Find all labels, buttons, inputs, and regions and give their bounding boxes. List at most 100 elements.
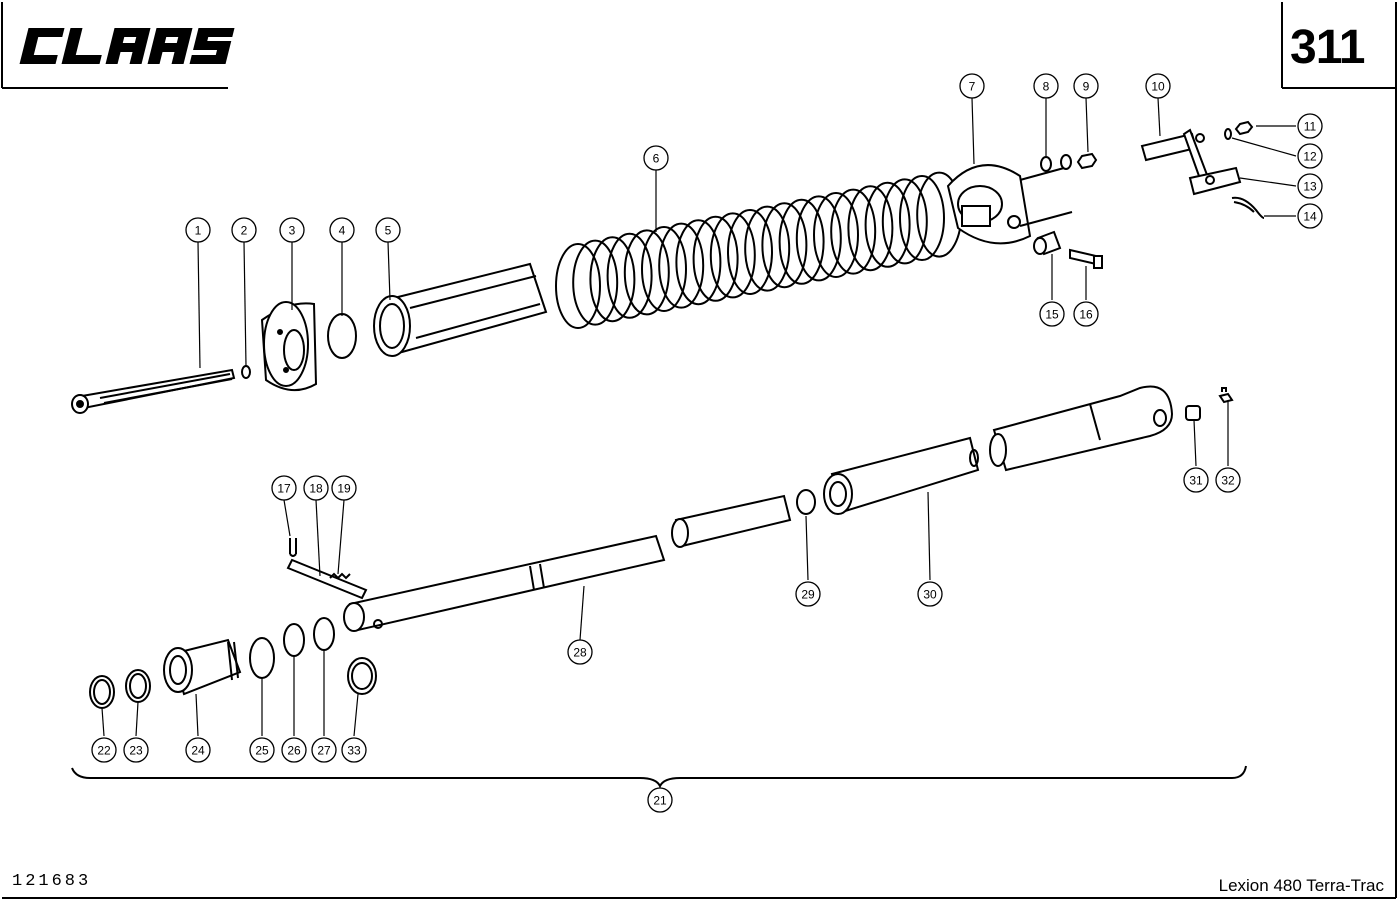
callout-25: 25 bbox=[249, 737, 275, 763]
callout-label: 25 bbox=[255, 744, 269, 758]
part-bolt-1 bbox=[71, 368, 236, 414]
callout-circle bbox=[1033, 73, 1059, 99]
callout-7: 7 bbox=[959, 73, 985, 99]
callout-circle bbox=[647, 787, 673, 813]
callout-label: 6 bbox=[653, 152, 660, 166]
callout-label: 21 bbox=[653, 794, 667, 808]
spring-coil bbox=[727, 209, 773, 295]
callout-label: 16 bbox=[1079, 308, 1093, 322]
callout-32: 32 bbox=[1215, 467, 1241, 493]
part-ring-26 bbox=[283, 623, 305, 657]
part-ring-29 bbox=[796, 489, 816, 515]
part-ring-23-inner bbox=[129, 673, 147, 699]
callout-circle bbox=[231, 217, 257, 243]
callout-label: 8 bbox=[1043, 80, 1050, 94]
callout-circle bbox=[341, 737, 367, 763]
part-spring-6 bbox=[555, 171, 963, 329]
part-ring-22-inner bbox=[93, 679, 111, 705]
spring-coil bbox=[864, 181, 911, 268]
part-screw-16 bbox=[1069, 248, 1103, 269]
callout-circle bbox=[185, 737, 211, 763]
callout-circle bbox=[271, 475, 297, 501]
part-end-plate-7 bbox=[946, 164, 1073, 245]
callout-circle bbox=[1215, 467, 1241, 493]
part-washer-2 bbox=[241, 365, 251, 379]
callout-2: 2 bbox=[231, 217, 257, 243]
part-nut-11 bbox=[1234, 120, 1254, 136]
spring-coil bbox=[813, 192, 859, 278]
callout-30: 30 bbox=[917, 581, 943, 607]
callout-label: 24 bbox=[191, 744, 205, 758]
callout-8: 8 bbox=[1033, 73, 1059, 99]
callout-label: 1 bbox=[195, 224, 202, 238]
callout-circle bbox=[123, 737, 149, 763]
callout-5: 5 bbox=[375, 217, 401, 243]
part-tube-eye bbox=[989, 385, 1174, 472]
part-ring-4 bbox=[327, 313, 357, 359]
spring-coil bbox=[709, 212, 756, 299]
callout-31: 31 bbox=[1183, 467, 1209, 493]
part-bushing-15 bbox=[1033, 230, 1062, 256]
part-spring-19 bbox=[329, 572, 351, 580]
callout-16: 16 bbox=[1073, 301, 1099, 327]
callout-label: 2 bbox=[241, 224, 248, 238]
spring-coil bbox=[778, 198, 825, 285]
callout-circle bbox=[375, 217, 401, 243]
callout-33: 33 bbox=[341, 737, 367, 763]
callout-17: 17 bbox=[271, 475, 297, 501]
callout-label: 32 bbox=[1221, 474, 1235, 488]
callout-label: 30 bbox=[923, 588, 937, 602]
callout-circle bbox=[279, 217, 305, 243]
spring-coil bbox=[795, 195, 842, 282]
callout-6: 6 bbox=[643, 145, 669, 171]
spring-coil bbox=[744, 205, 791, 292]
part-washer-8 bbox=[1040, 156, 1052, 172]
callout-1: 1 bbox=[185, 217, 211, 243]
spring-coil bbox=[589, 236, 636, 323]
callout-label: 23 bbox=[129, 744, 143, 758]
callout-circle bbox=[1297, 173, 1323, 199]
callout-circle bbox=[1297, 143, 1323, 169]
callout-10: 10 bbox=[1145, 73, 1171, 99]
part-pin-17 bbox=[289, 538, 297, 557]
part-sleeve-5 bbox=[373, 262, 548, 357]
callout-label: 31 bbox=[1189, 474, 1203, 488]
callout-circle bbox=[311, 737, 337, 763]
part-split-pin-14 bbox=[1231, 196, 1265, 219]
callout-label: 12 bbox=[1303, 150, 1317, 164]
part-grease-nipple-32 bbox=[1218, 387, 1234, 404]
spring-coil bbox=[881, 178, 928, 265]
callout-label: 29 bbox=[801, 588, 815, 602]
part-ring-33-inner bbox=[351, 662, 373, 690]
callout-label: 14 bbox=[1303, 210, 1317, 224]
callout-15: 15 bbox=[1039, 301, 1065, 327]
callout-circle bbox=[1297, 113, 1323, 139]
claas-logo bbox=[19, 28, 235, 64]
page-number: 311 bbox=[1290, 21, 1365, 74]
callout-3: 3 bbox=[279, 217, 305, 243]
callout-circle bbox=[91, 737, 117, 763]
callout-label: 13 bbox=[1303, 180, 1317, 194]
part-tube-28 bbox=[343, 534, 666, 632]
callout-27: 27 bbox=[311, 737, 337, 763]
part-bushing-31 bbox=[1185, 405, 1201, 421]
callout-circle bbox=[185, 217, 211, 243]
callout-13: 13 bbox=[1297, 173, 1323, 199]
callout-circle bbox=[331, 475, 357, 501]
callout-circle bbox=[1183, 467, 1209, 493]
callout-label: 17 bbox=[277, 482, 291, 496]
machine-model: Lexion 480 Terra-Trac bbox=[1218, 876, 1384, 895]
part-washer-12 bbox=[1224, 128, 1232, 140]
callout-circle bbox=[1073, 73, 1099, 99]
bracket-21 bbox=[71, 765, 1247, 789]
part-tube-segment bbox=[671, 494, 792, 548]
callout-label: 26 bbox=[287, 744, 301, 758]
callout-circle bbox=[1073, 301, 1099, 327]
callout-label: 33 bbox=[347, 744, 361, 758]
spring-coil bbox=[606, 232, 653, 319]
callout-26: 26 bbox=[281, 737, 307, 763]
